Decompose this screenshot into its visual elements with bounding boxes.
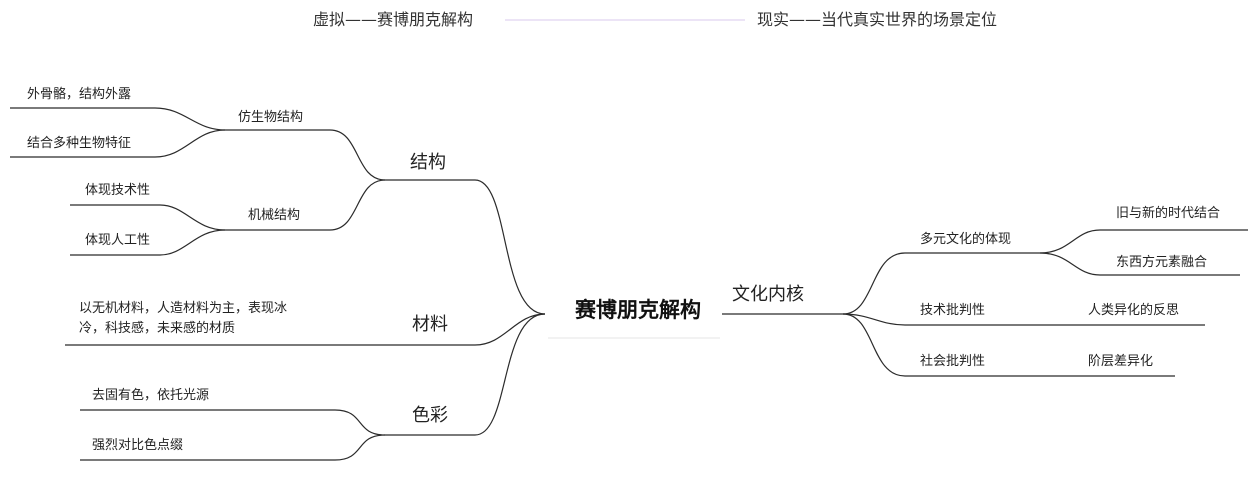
leaf-social-critique-1: 阶层差异化 [1088, 354, 1154, 369]
link-multicultural-leaf1 [1039, 229, 1101, 254]
link-bionic-leaf2 [154, 129, 226, 158]
leaf-multicultural-2: 东西方元素融合 [1116, 255, 1208, 270]
node-bionic: 仿生物结构 [238, 110, 304, 125]
link-center-structure [474, 179, 546, 315]
link-bionic-leaf1 [154, 107, 226, 131]
link-culture-tech [842, 313, 906, 326]
node-material: 材料 [412, 314, 448, 335]
leaf-mechanical-1: 体现技术性 [85, 183, 151, 198]
link-center-color [474, 313, 546, 436]
node-social-critique: 社会批判性 [920, 354, 986, 369]
leaf-material-1: 以无机材料，人造材料为主，表现冰冷，科技感，未来感的材质 [79, 301, 288, 336]
top-left-title: 虚拟——赛博朋克解构 [313, 10, 474, 29]
node-color: 色彩 [412, 405, 448, 426]
link-mech-leaf1 [159, 204, 226, 231]
leaf-multicultural-1: 旧与新的时代结合 [1116, 206, 1221, 221]
link-color-leaf2 [334, 434, 386, 461]
link-mech-leaf2 [159, 229, 226, 256]
link-center-material [474, 313, 546, 346]
center-topic: 赛博朋克解构 [575, 298, 701, 322]
node-culture-core: 文化内核 [732, 284, 804, 305]
leaf-mechanical-2: 体现人工性 [85, 233, 151, 248]
leaf-color-2: 强烈对比色点缀 [92, 438, 184, 453]
link-structure-bionic [329, 129, 386, 181]
node-tech-critique: 技术批判性 [920, 303, 986, 318]
top-right-title: 现实——当代真实世界的场景定位 [757, 10, 998, 29]
link-culture-social [842, 313, 906, 377]
node-structure: 结构 [410, 152, 446, 173]
node-multicultural: 多元文化的体现 [920, 232, 1012, 247]
leaf-tech-critique-1: 人类异化的反思 [1088, 303, 1180, 318]
leaf-bionic-1: 外骨骼，结构外露 [27, 87, 132, 102]
leaf-bionic-2: 结合多种生物特征 [27, 136, 132, 151]
link-structure-mechanical [329, 179, 386, 231]
leaf-color-1: 去固有色，依托光源 [92, 388, 210, 403]
link-multicultural-leaf2 [1039, 252, 1101, 276]
link-color-leaf1 [334, 409, 386, 436]
node-mechanical: 机械结构 [248, 208, 301, 223]
link-culture-multicultural [842, 252, 906, 315]
